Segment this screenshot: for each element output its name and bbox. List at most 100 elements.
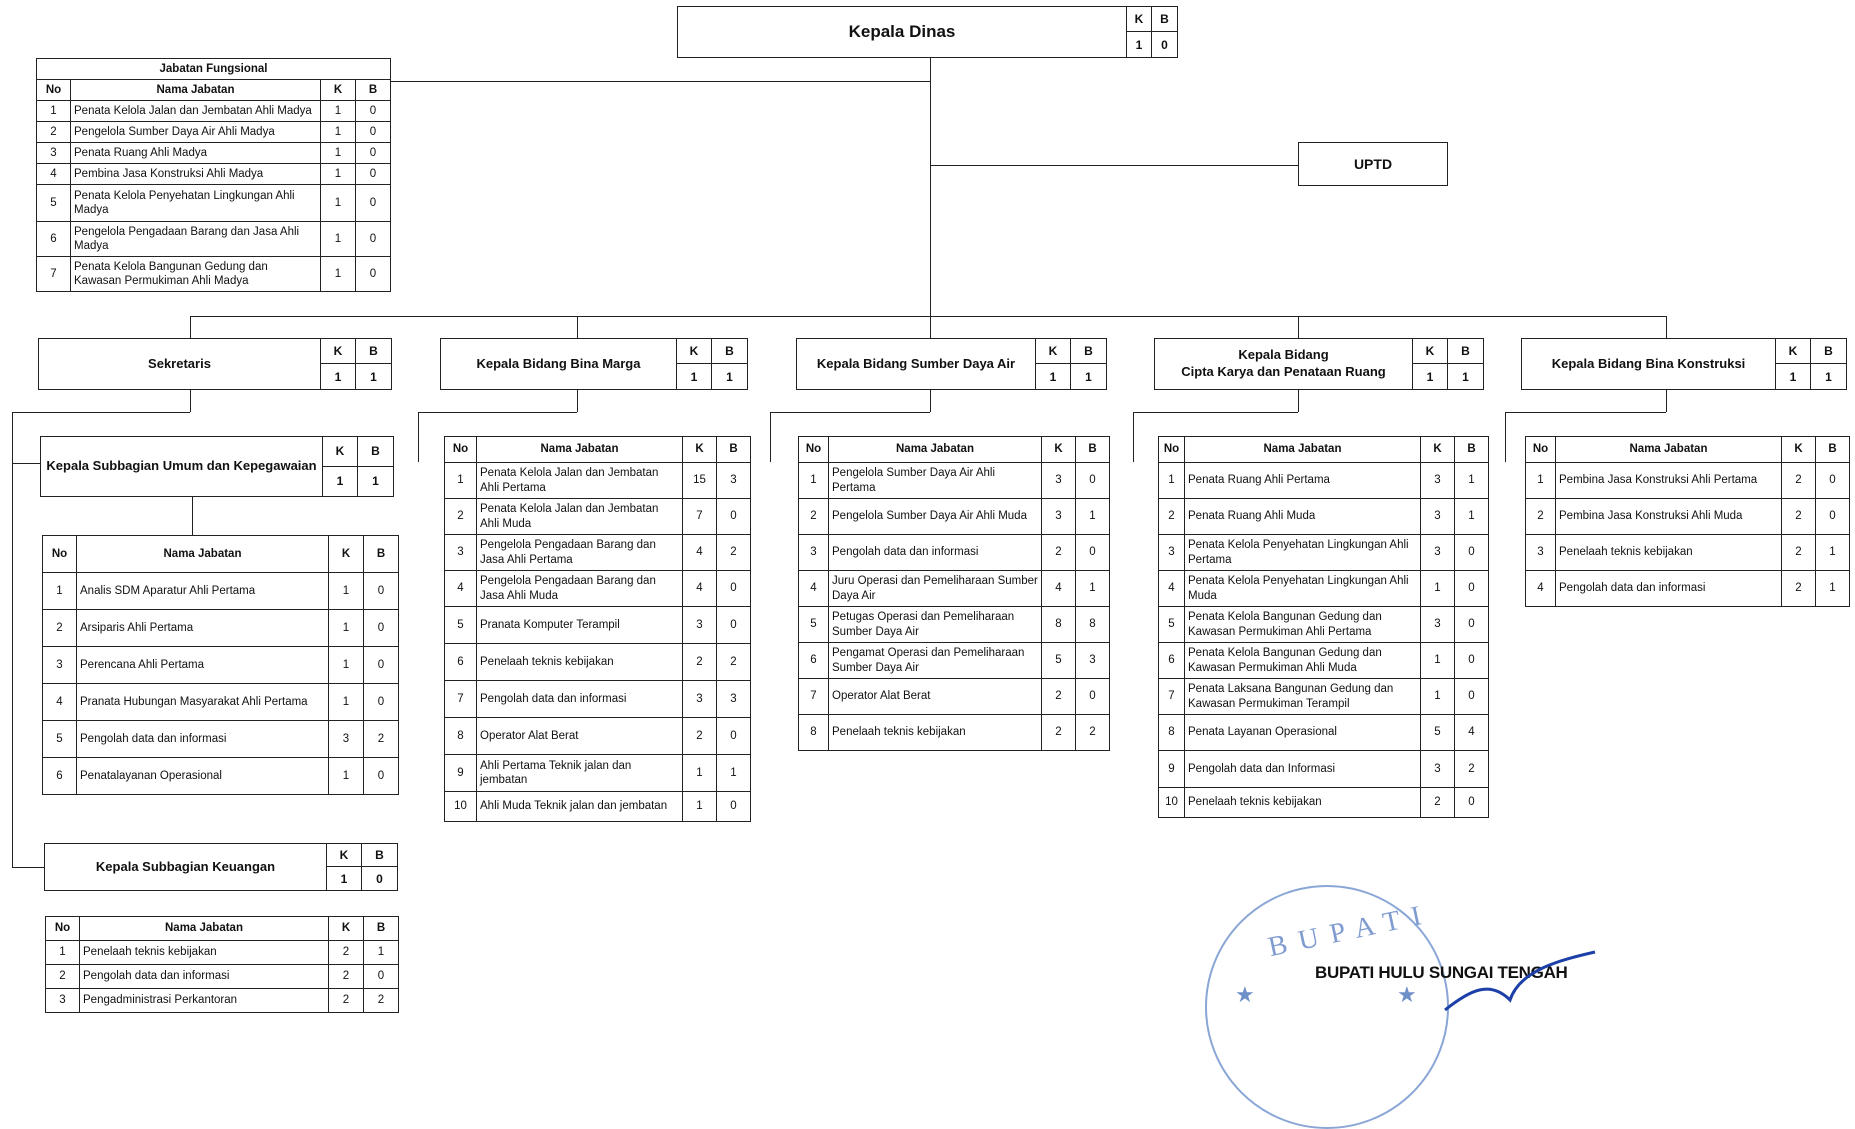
k-label: K: [323, 437, 358, 467]
col-nama: Nama Jabatan: [1184, 436, 1421, 463]
cell: Petugas Operasi dan Pemeliharaan Sumber …: [828, 606, 1042, 643]
sumber-daya-air-box: Kepala Bidang Sumber Daya Air K B 1 1: [796, 338, 1107, 390]
stamp-text: BUPATI HULU SUNGAI TENGAH: [1315, 963, 1568, 982]
sekretaris-box: Sekretaris K B 1 1: [38, 338, 392, 390]
cell: Pengelola Sumber Daya Air Ahli Muda: [828, 498, 1042, 535]
cipta-karya-title-line2: Cipta Karya dan Penataan Ruang: [1181, 364, 1386, 379]
cell: 1: [320, 100, 356, 122]
cell: 1: [682, 754, 717, 792]
jabatan-fungsional-table: Jabatan Fungsional No Nama Jabatan K B 1…: [36, 58, 391, 292]
sekretaris-title: Sekretaris: [39, 339, 321, 389]
col-k: K: [328, 916, 364, 941]
cell: Pembina Jasa Konstruksi Ahli Muda: [1555, 498, 1782, 535]
cell: Penata Kelola Penyehatan Lingkungan Ahli…: [1184, 570, 1421, 607]
cell: 2: [1781, 570, 1816, 607]
cell: 0: [363, 646, 399, 684]
star-icon: ★: [1235, 982, 1255, 1007]
k-value: 1: [321, 364, 356, 389]
cell: 2: [1041, 714, 1076, 751]
cell: 1: [320, 163, 356, 185]
k-value: 1: [1036, 364, 1071, 389]
k-label: K: [1036, 339, 1071, 364]
cell: 0: [716, 606, 751, 644]
bina-marga-title: Kepala Bidang Bina Marga: [441, 339, 677, 389]
cell: Penata Kelola Jalan dan Jembatan Ahli Ma…: [70, 100, 321, 122]
sekretaris-kb: K B 1 1: [321, 339, 391, 389]
cell: 5: [798, 606, 829, 643]
cipta-karya-kb: K B 1 1: [1413, 339, 1483, 389]
cell: 7: [682, 498, 717, 535]
cell: Penata Kelola Bangunan Gedung dan Kawasa…: [70, 256, 321, 292]
seal-text: BUPATI: [1265, 897, 1436, 964]
k-label: K: [1413, 339, 1448, 364]
cell: 4: [1454, 714, 1489, 751]
cell: 1: [320, 184, 356, 222]
col-no: No: [36, 79, 71, 101]
cell: 1: [328, 683, 364, 721]
col-k: K: [320, 79, 356, 101]
subbag-umum-kb: K B 1 1: [323, 437, 393, 496]
cell: 1: [716, 754, 751, 792]
cell: Pengelola Pengadaan Barang dan Jasa Ahli…: [70, 221, 321, 257]
cell: Penata Layanan Operasional: [1184, 714, 1421, 751]
cell: 7: [1158, 678, 1185, 715]
cell: 8: [798, 714, 829, 751]
col-b: B: [1075, 436, 1110, 463]
cell: 2: [1158, 498, 1185, 535]
cell: 3: [36, 142, 71, 164]
b-label: B: [1152, 7, 1177, 32]
cell: 6: [36, 221, 71, 257]
col-no: No: [444, 436, 477, 463]
subbag-keuangan-box: Kepala Subbagian Keuangan K B 1 0: [44, 843, 398, 891]
cell: 6: [444, 643, 477, 681]
cell: 1: [363, 940, 399, 965]
col-b: B: [1454, 436, 1489, 463]
cell: 4: [36, 163, 71, 185]
cell: 3: [45, 988, 80, 1013]
k-label: K: [1127, 7, 1152, 32]
cell: Pengolah data dan Informasi: [1184, 750, 1421, 788]
cell: Penata Ruang Ahli Muda: [1184, 498, 1421, 535]
cell: 2: [328, 988, 364, 1013]
cell: Analis SDM Aparatur Ahli Pertama: [76, 572, 329, 610]
cell: 2: [1781, 498, 1816, 535]
cell: 7: [798, 678, 829, 715]
cell: 1: [1420, 678, 1455, 715]
b-value: 1: [1462, 369, 1469, 384]
col-no: No: [1525, 436, 1556, 463]
b-label: B: [1811, 339, 1846, 364]
star-icon: ★: [1397, 982, 1417, 1007]
cell: 1: [1420, 642, 1455, 679]
cell: 3: [1158, 534, 1185, 571]
cipta-karya-box: Kepala Bidang Cipta Karya dan Penataan R…: [1154, 338, 1484, 390]
bina-konstruksi-title: Kepala Bidang Bina Konstruksi: [1522, 339, 1776, 389]
cell: 4: [1158, 570, 1185, 607]
cell: 2: [682, 643, 717, 681]
cell: 6: [42, 757, 77, 795]
cell: 0: [363, 609, 399, 647]
cell: 0: [355, 184, 391, 222]
cell: Juru Operasi dan Pemeliharaan Sumber Day…: [828, 570, 1042, 607]
cell: Pengolah data dan informasi: [828, 534, 1042, 571]
cell: Pengolah data dan informasi: [476, 680, 683, 718]
cell: 3: [716, 462, 751, 499]
cell: 4: [682, 534, 717, 571]
subbag-umum-title: Kepala Subbagian Umum dan Kepegawaian: [41, 437, 323, 496]
